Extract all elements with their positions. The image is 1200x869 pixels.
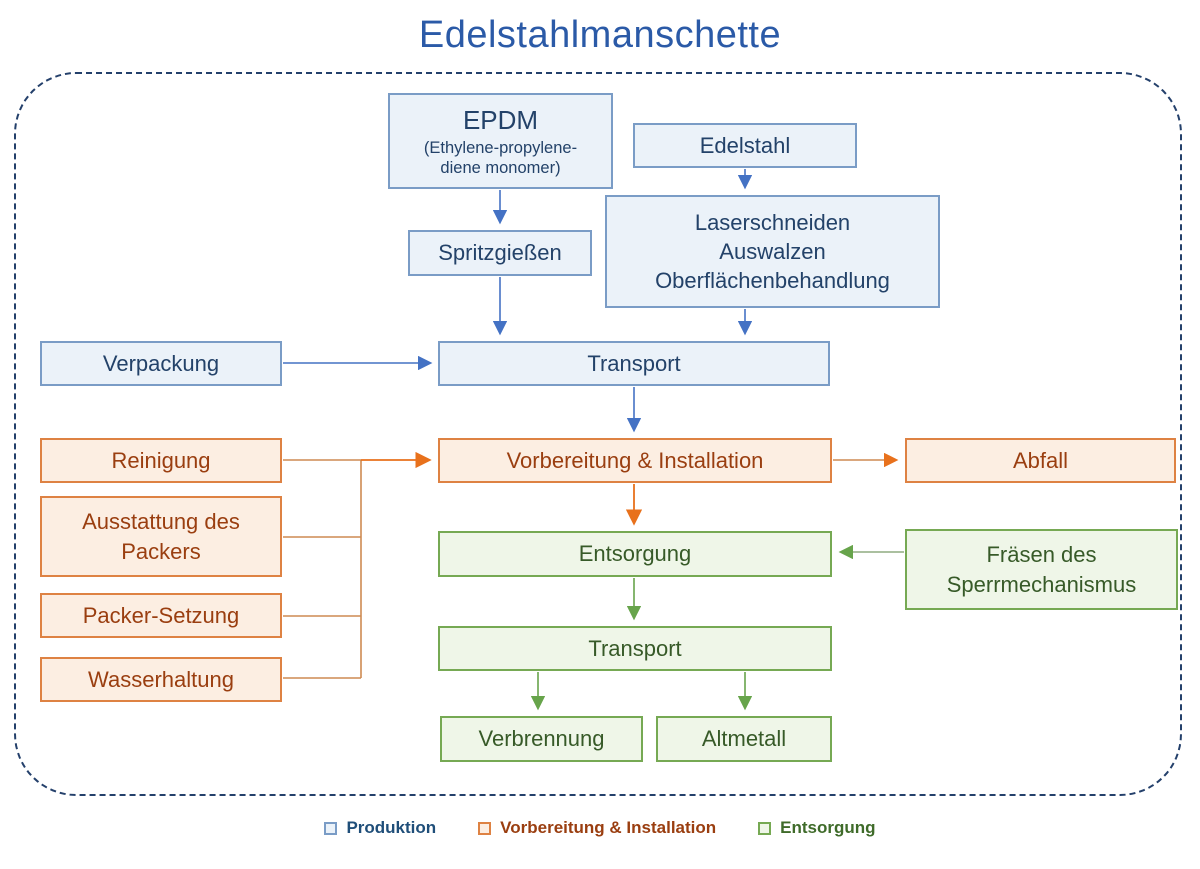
diagram-title: Edelstahlmanschette — [418, 14, 782, 56]
node-epdm: EPDM (Ethylene-propylene- diene monomer) — [388, 93, 613, 189]
node-wasserhaltung-label: Wasserhaltung — [88, 666, 234, 692]
legend-item-entsorgung: Entsorgung — [758, 818, 876, 838]
node-laser-line1: Laserschneiden — [694, 209, 851, 235]
node-vorbereitung-installation-label: Vorbereitung & Installation — [506, 447, 764, 473]
node-transport-produktion: Transport — [438, 341, 830, 386]
legend-item-produktion: Produktion — [324, 818, 436, 838]
node-abfall: Abfall — [905, 438, 1176, 483]
legend: Produktion Vorbereitung & Installation E… — [0, 818, 1200, 838]
node-abfall-label: Abfall — [1012, 447, 1069, 473]
node-vorbereitung-installation: Vorbereitung & Installation — [438, 438, 832, 483]
node-altmetall-label: Altmetall — [701, 726, 787, 752]
node-entsorgung: Entsorgung — [438, 531, 832, 577]
node-edelstahl-label: Edelstahl — [699, 132, 791, 158]
node-transport-entsorgung: Transport — [438, 626, 832, 671]
node-reinigung-label: Reinigung — [111, 447, 211, 473]
node-reinigung: Reinigung — [40, 438, 282, 483]
node-entsorgung-label: Entsorgung — [578, 541, 692, 567]
node-laser-line2: Auswalzen — [719, 238, 826, 264]
node-epdm-sub1: (Ethylene-propylene- — [423, 138, 578, 157]
node-ausstattung-des-packers: Ausstattung des Packers — [40, 496, 282, 577]
node-laserschneiden: Laserschneiden Auswalzen Oberflächenbeha… — [605, 195, 940, 308]
legend-swatch-vorbereitung-icon — [478, 821, 492, 835]
legend-item-vorbereitung: Vorbereitung & Installation — [478, 818, 716, 838]
legend-swatch-produktion-icon — [324, 821, 338, 835]
node-laser-line3: Oberflächenbehandlung — [655, 268, 890, 294]
dashed-frame — [14, 72, 1182, 796]
legend-label-vorbereitung: Vorbereitung & Installation — [500, 818, 717, 837]
node-verbrennung-label: Verbrennung — [478, 726, 605, 752]
node-altmetall: Altmetall — [656, 716, 832, 762]
node-ausstattung-line2: Packers — [121, 538, 201, 564]
node-verpackung: Verpackung — [40, 341, 282, 386]
node-transport-entsorgung-label: Transport — [588, 635, 682, 661]
legend-label-produktion: Produktion — [346, 818, 437, 837]
node-spritzgiessen-label: Spritzgießen — [438, 240, 562, 266]
legend-label-entsorgung: Entsorgung — [780, 818, 876, 837]
node-epdm-sub2: diene monomer) — [440, 159, 561, 178]
node-edelstahl: Edelstahl — [633, 123, 857, 168]
node-packer-setzung: Packer-Setzung — [40, 593, 282, 638]
node-wasserhaltung: Wasserhaltung — [40, 657, 282, 702]
node-fraesen-line1: Fräsen des — [986, 542, 1097, 568]
node-verpackung-label: Verpackung — [102, 350, 220, 376]
node-epdm-title: EPDM — [462, 105, 539, 136]
node-spritzgiessen: Spritzgießen — [408, 230, 592, 276]
node-transport-produktion-label: Transport — [587, 350, 681, 376]
node-ausstattung-line1: Ausstattung des — [82, 509, 240, 535]
legend-swatch-entsorgung-icon — [758, 821, 772, 835]
node-fraesen-sperrmechanismus: Fräsen des Sperrmechanismus — [905, 529, 1178, 610]
node-verbrennung: Verbrennung — [440, 716, 643, 762]
node-fraesen-line2: Sperrmechanismus — [946, 571, 1137, 597]
node-packer-setzung-label: Packer-Setzung — [82, 602, 240, 628]
